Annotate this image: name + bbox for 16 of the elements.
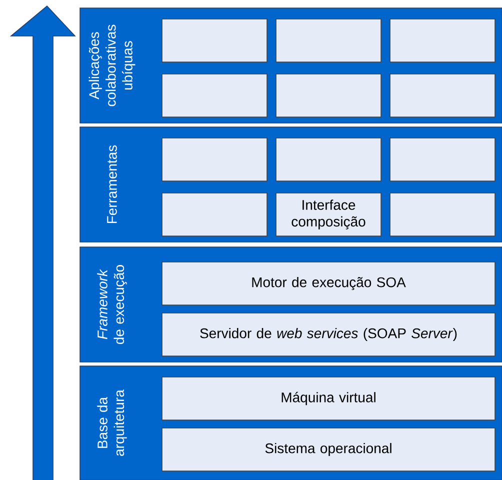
component-box: Motor de execução SOA (162, 262, 496, 306)
empty-box (162, 74, 268, 118)
component-box: Máquina virtual (162, 376, 496, 420)
component-box: Servidor de web services (SOAP Server) (162, 312, 496, 356)
empty-box (390, 18, 496, 62)
empty-box (162, 18, 268, 62)
component-box: Sistema operacional (162, 428, 496, 472)
empty-box (276, 18, 382, 62)
empty-box (276, 74, 382, 118)
empty-box (390, 74, 496, 118)
empty-box (162, 192, 268, 236)
component-box: Interface composição (276, 192, 382, 236)
empty-box (162, 138, 268, 182)
empty-box (390, 192, 496, 236)
empty-box (276, 138, 382, 182)
empty-box (390, 138, 496, 182)
